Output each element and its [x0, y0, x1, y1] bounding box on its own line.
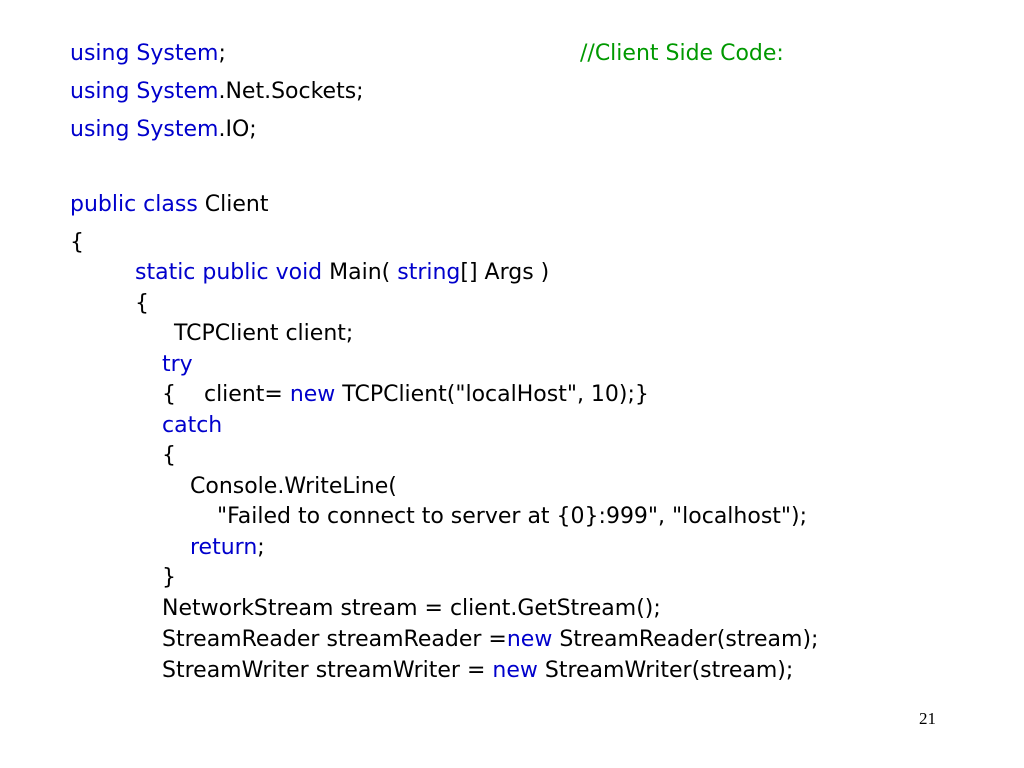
code-keyword: new	[506, 627, 553, 652]
code-text: {	[135, 291, 149, 316]
code-keyword: public class	[70, 192, 198, 217]
code-text: .Net.Sockets;	[218, 79, 364, 104]
code-text: StreamReader(stream);	[552, 627, 819, 652]
code-line: StreamReader streamReader =new StreamRea…	[162, 626, 818, 654]
code-keyword: using System	[70, 79, 219, 104]
code-text: {	[70, 230, 84, 255]
code-line: {	[135, 290, 149, 318]
code-text: Client	[197, 192, 269, 217]
code-text: NetworkStream stream = client.GetStream(…	[162, 596, 661, 621]
code-line: try	[162, 351, 193, 379]
code-keyword: using System	[70, 41, 219, 66]
code-line: using System.Net.Sockets;	[70, 78, 364, 106]
code-line: NetworkStream stream = client.GetStream(…	[162, 595, 661, 623]
code-line: Console.WriteLine(	[190, 473, 397, 501]
code-line: public class Client	[70, 191, 269, 219]
code-text: TCPClient("localHost", 10);}	[335, 382, 649, 407]
code-keyword: using System	[70, 117, 219, 142]
code-text: TCPClient client;	[174, 321, 354, 346]
code-text: Console.WriteLine(	[190, 474, 397, 499]
code-line: StreamWriter streamWriter = new StreamWr…	[162, 657, 793, 685]
code-line: return;	[190, 534, 265, 562]
code-line: }	[162, 564, 176, 592]
code-text: { client=	[162, 382, 290, 407]
code-comment: //Client Side Code:	[580, 41, 784, 66]
code-line: { client= new TCPClient("localHost", 10)…	[162, 381, 649, 409]
code-line: TCPClient client;	[174, 320, 353, 348]
code-text: StreamWriter streamWriter =	[162, 658, 493, 683]
code-line: using System;	[70, 40, 226, 68]
code-line: {	[162, 442, 176, 470]
code-keyword: new	[492, 658, 538, 683]
code-line: catch	[162, 412, 222, 440]
code-line: using System.IO;	[70, 116, 257, 144]
code-text: .IO;	[218, 117, 257, 142]
code-keyword: static public void	[135, 260, 323, 285]
page-number: 21	[919, 709, 936, 728]
code-keyword: try	[162, 352, 193, 377]
code-text: Main(	[322, 260, 398, 285]
code-line: "Failed to connect to server at {0}:999"…	[217, 503, 807, 531]
code-keyword: catch	[162, 413, 223, 438]
code-text: }	[162, 565, 176, 590]
code-keyword: return	[190, 535, 258, 560]
code-text: StreamWriter(stream);	[537, 658, 794, 683]
code-text: {	[162, 443, 176, 468]
code-text: "Failed to connect to server at {0}:999"…	[217, 504, 808, 529]
code-line: static public void Main( string[] Args )	[135, 259, 549, 287]
code-text: StreamReader streamReader =	[162, 627, 507, 652]
code-keyword: string	[397, 260, 461, 285]
code-text: ;	[218, 41, 226, 66]
code-text: ;	[257, 535, 265, 560]
code-text: [] Args )	[460, 260, 550, 285]
code-keyword: new	[289, 382, 336, 407]
code-line: {	[70, 229, 84, 257]
